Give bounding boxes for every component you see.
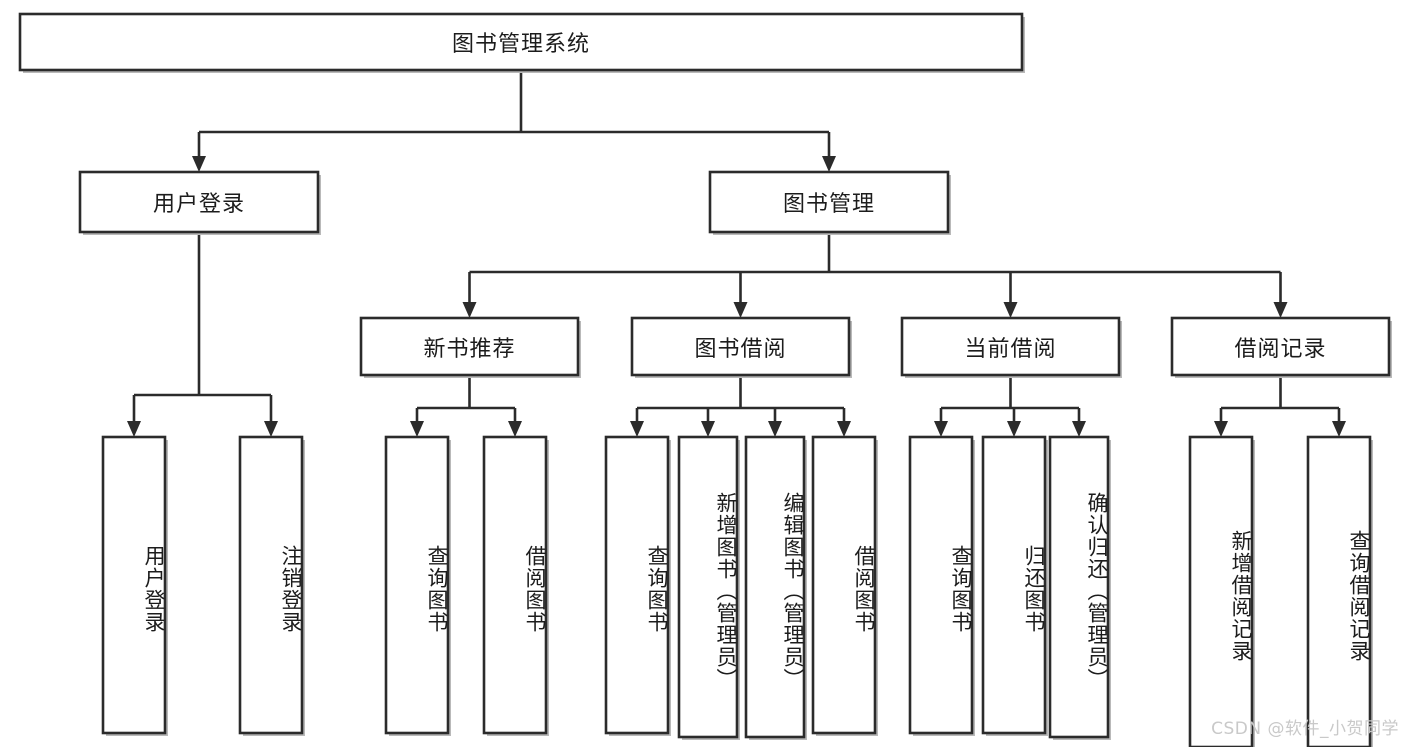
new-book-recommend-to-leaves-arrow (410, 421, 424, 437)
node-box[interactable] (677, 435, 739, 739)
book-manage-to-level2-arrow (1273, 302, 1288, 318)
node-leaf-user-login[interactable] (101, 435, 168, 736)
root-to-level1-arrow (192, 156, 206, 172)
node-box[interactable] (359, 316, 580, 377)
book-borrow-to-leaves-arrow (701, 421, 715, 437)
book-manage-to-level2-arrow (1003, 302, 1018, 318)
node-leaf-query-record[interactable] (1306, 435, 1373, 747)
node-book-borrow[interactable] (630, 316, 852, 378)
node-leaf-query-book-3[interactable] (908, 435, 975, 736)
node-box[interactable] (482, 435, 548, 735)
node-root[interactable] (18, 12, 1025, 73)
node-box[interactable] (708, 170, 950, 234)
node-current-borrow[interactable] (900, 316, 1122, 378)
user-login-to-leaves-arrow (264, 421, 278, 437)
node-box[interactable] (101, 435, 167, 735)
node-leaf-edit-book[interactable] (744, 435, 807, 740)
book-borrow-to-leaves-arrow (768, 421, 782, 437)
node-box[interactable] (78, 170, 320, 234)
node-box[interactable] (1170, 316, 1391, 377)
new-book-recommend-to-leaves-arrow (508, 421, 522, 437)
node-box[interactable] (811, 435, 877, 735)
node-new-book-recommend[interactable] (359, 316, 581, 378)
watermark-text: CSDN @软件_小贺同学 (1211, 719, 1399, 739)
node-box[interactable] (908, 435, 974, 735)
node-box[interactable] (1306, 435, 1372, 747)
node-layer (18, 12, 1392, 747)
borrow-record-to-leaves-arrow (1332, 421, 1346, 437)
node-box[interactable] (18, 12, 1024, 72)
node-leaf-add-record[interactable] (1188, 435, 1255, 747)
current-borrow-to-leaves-arrow (1007, 421, 1021, 437)
node-box[interactable] (1188, 435, 1254, 747)
node-leaf-query-book-1[interactable] (384, 435, 451, 736)
node-box[interactable] (900, 316, 1121, 377)
node-book-manage[interactable] (708, 170, 951, 235)
node-box[interactable] (1048, 435, 1110, 739)
user-login-to-leaves-arrow (127, 421, 141, 437)
book-borrow-to-leaves-arrow (837, 421, 851, 437)
connector-layer (127, 70, 1346, 437)
node-box[interactable] (238, 435, 304, 735)
node-box[interactable] (604, 435, 670, 735)
node-borrow-record[interactable] (1170, 316, 1392, 378)
node-box[interactable] (384, 435, 450, 735)
node-leaf-confirm-return[interactable] (1048, 435, 1111, 740)
node-box[interactable] (981, 435, 1047, 735)
current-borrow-to-leaves-arrow (934, 421, 948, 437)
node-leaf-logout[interactable] (238, 435, 305, 736)
node-leaf-borrow-book-1[interactable] (482, 435, 549, 736)
node-leaf-add-book[interactable] (677, 435, 740, 740)
node-box[interactable] (744, 435, 806, 739)
node-user-login[interactable] (78, 170, 321, 235)
book-manage-to-level2-arrow (733, 302, 748, 318)
node-leaf-borrow-book-2[interactable] (811, 435, 878, 736)
root-to-level1-arrow (822, 156, 836, 172)
book-borrow-to-leaves-arrow (630, 421, 644, 437)
book-manage-to-level2-arrow (462, 302, 477, 318)
current-borrow-to-leaves-arrow (1072, 421, 1086, 437)
borrow-record-to-leaves-arrow (1214, 421, 1228, 437)
node-leaf-return-book[interactable] (981, 435, 1048, 736)
node-box[interactable] (630, 316, 851, 377)
node-leaf-query-book-2[interactable] (604, 435, 671, 736)
